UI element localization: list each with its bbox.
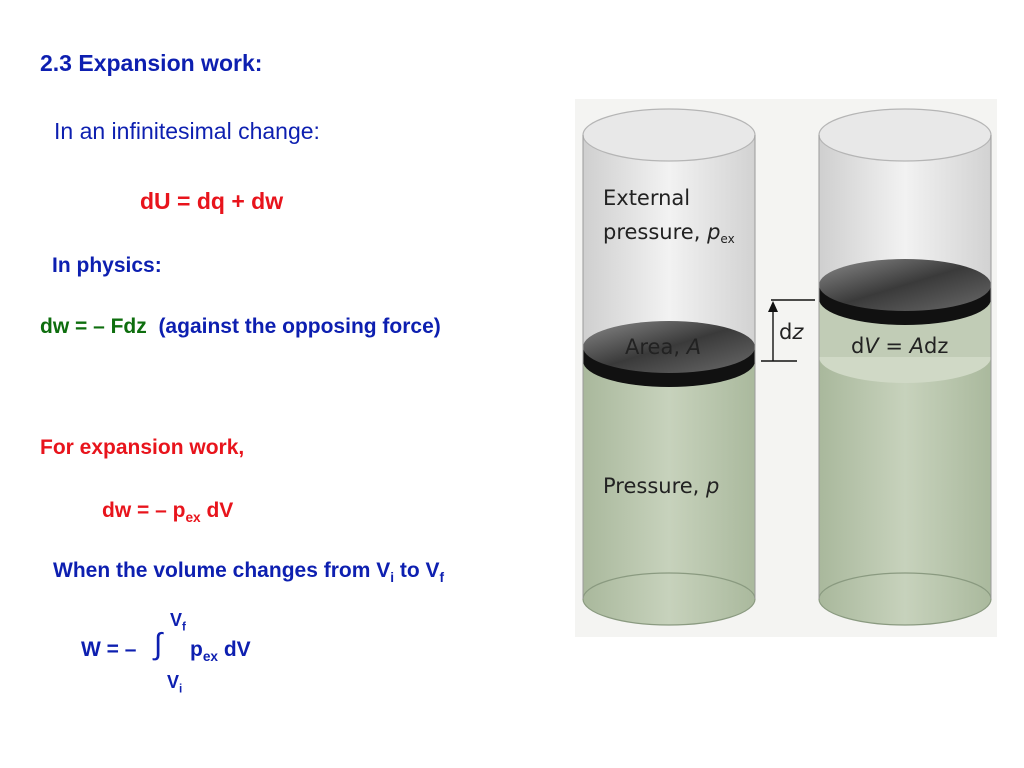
external-pressure-line2: pressure, pex <box>603 220 735 246</box>
area-symbol: A <box>685 335 701 359</box>
dv-rhs-a: A <box>908 334 924 358</box>
integral-lower-limit: Vi <box>167 672 182 696</box>
dv-symbol: V <box>864 334 880 358</box>
work-force-equation: dw = – Fdz (against the opposing force) <box>40 315 441 339</box>
volume-change-prefix: When the volume changes from V <box>53 559 391 582</box>
volume-initial-sub: i <box>390 570 395 586</box>
pressure-symbol: p <box>705 474 719 498</box>
dz-d: d <box>779 320 792 344</box>
slide-title: 2.3 Expansion work: <box>40 50 263 76</box>
dz-symbol: z <box>791 320 804 344</box>
right-cylinder-top <box>818 108 992 162</box>
right-cylinder-upper-body <box>819 135 991 287</box>
dz-arrow-head <box>768 301 778 312</box>
eq3-subscript: ex <box>185 510 201 526</box>
piston-cylinder-figure: External pressure, pex Area, A dz dV = A… <box>575 99 997 637</box>
upper-limit-base: V <box>170 610 183 630</box>
dz-arrow <box>761 299 815 362</box>
dv-d: d <box>851 334 864 358</box>
external-pressure-line1: External <box>603 186 690 210</box>
left-piston-top <box>583 321 755 373</box>
eq3-prefix: dw = – p <box>102 499 186 522</box>
right-cylinder <box>818 108 992 626</box>
dv-eq: = <box>879 334 910 358</box>
integral-symbol: ∫ <box>154 628 163 661</box>
integrand: pex dV <box>190 638 251 664</box>
right-piston-top <box>819 259 991 311</box>
integrand-sub: ex <box>202 649 219 665</box>
physics-label: In physics: <box>52 254 162 277</box>
expansion-work-equation: dw = – pex dV <box>102 499 233 525</box>
work-force-formula: dw = – Fdz <box>40 315 147 338</box>
left-cylinder-top <box>582 108 756 162</box>
pressure-label: Pressure, p <box>603 474 719 498</box>
integrand-suffix: dV <box>218 638 251 661</box>
volume-change-text: When the volume changes from Vi to Vf <box>53 559 444 585</box>
lower-limit-sub: i <box>179 682 183 696</box>
external-pressure-symbol: p <box>706 220 720 244</box>
left-cylinder-gas-body <box>583 359 755 625</box>
area-label: Area, A <box>625 335 701 359</box>
dz-label: dz <box>779 320 804 344</box>
opposing-force-note: (against the opposing force) <box>158 315 441 338</box>
area-text: Area, <box>625 335 687 359</box>
lower-limit-base: V <box>167 672 180 692</box>
eq3-suffix: dV <box>200 499 234 522</box>
first-law-equation: dU = dq + dw <box>140 188 284 214</box>
integral-upper-limit: Vf <box>170 610 186 634</box>
integrand-base: p <box>190 638 203 661</box>
pressure-text: Pressure, <box>603 474 706 498</box>
left-cylinder-upper-body <box>583 135 755 351</box>
volume-change-middle: to V <box>394 559 440 582</box>
intro-text: In an infinitesimal change: <box>54 118 320 144</box>
left-cylinder <box>582 108 756 626</box>
dv-rhs-dz: dz <box>924 334 948 358</box>
external-pressure-text: pressure, <box>603 220 707 244</box>
work-lhs: W = – <box>81 638 137 661</box>
volume-final-sub: f <box>439 570 445 586</box>
upper-limit-sub: f <box>182 620 186 634</box>
expansion-work-label: For expansion work, <box>40 436 245 459</box>
external-pressure-sub: ex <box>720 232 734 246</box>
dv-label: dV = Adz <box>851 334 948 358</box>
